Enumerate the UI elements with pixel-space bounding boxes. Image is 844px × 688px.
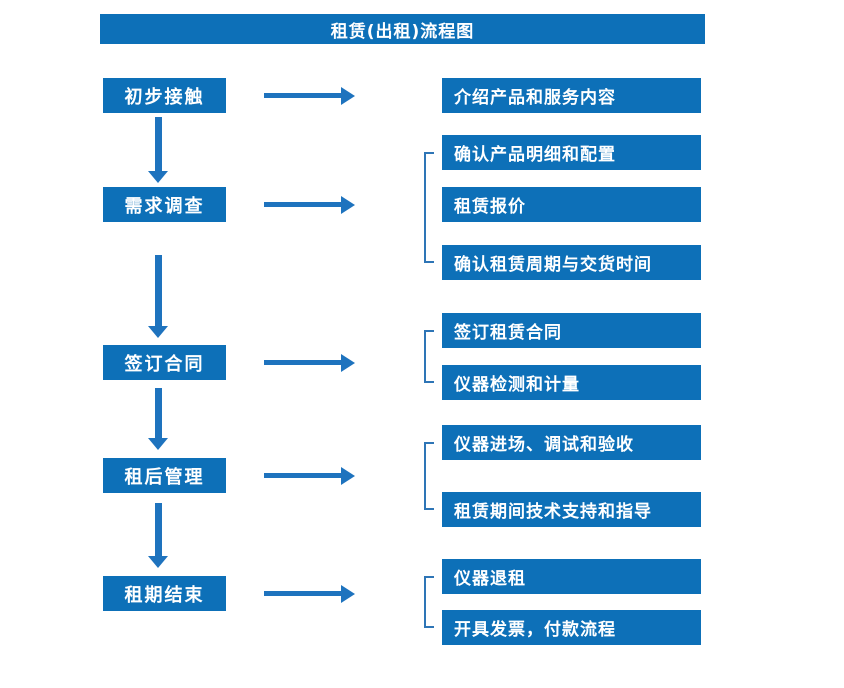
stage-2-detail-1: 确认产品明细和配置: [442, 135, 701, 170]
bracket-icon: [424, 442, 434, 510]
stage-5-box: 租期结束: [103, 576, 226, 611]
stage-2-detail-2: 租赁报价: [442, 187, 701, 222]
arrow-head: [341, 354, 355, 372]
arrow-head: [341, 196, 355, 214]
stage-5-detail-1: 仪器退租: [442, 559, 701, 594]
arrow-right-icon: [264, 87, 355, 105]
arrow-head: [341, 467, 355, 485]
arrow-right-icon: [264, 196, 355, 214]
stage-1-box: 初步接触: [103, 78, 226, 113]
arrow-head: [148, 326, 168, 338]
flowchart-title: 租赁(出租)流程图: [100, 14, 705, 44]
arrow-head: [341, 87, 355, 105]
arrow-shaft: [155, 503, 162, 557]
stage-4-box: 租后管理: [103, 458, 226, 493]
arrow-head: [148, 171, 168, 183]
arrow-shaft: [264, 473, 342, 478]
arrow-shaft: [155, 388, 162, 439]
stage-2-box: 需求调查: [103, 187, 226, 222]
stage-3-box: 签订合同: [103, 345, 226, 380]
arrow-shaft: [264, 360, 342, 365]
arrow-head: [148, 438, 168, 450]
arrow-down-icon: [148, 388, 169, 450]
arrow-down-icon: [148, 503, 169, 568]
arrow-right-icon: [264, 467, 355, 485]
bracket-icon: [424, 576, 434, 628]
arrow-head: [148, 556, 168, 568]
arrow-shaft: [264, 591, 342, 596]
arrow-shaft: [155, 117, 162, 172]
arrow-head: [341, 585, 355, 603]
stage-3-detail-2: 仪器检测和计量: [442, 365, 701, 400]
stage-5-detail-2: 开具发票，付款流程: [442, 610, 701, 645]
stage-4-detail-1: 仪器进场、调试和验收: [442, 425, 701, 460]
arrow-shaft: [155, 255, 162, 327]
arrow-shaft: [264, 93, 342, 98]
bracket-icon: [424, 330, 434, 383]
bracket-icon: [424, 152, 434, 263]
stage-3-detail-1: 签订租赁合同: [442, 313, 701, 348]
stage-1-detail-1: 介绍产品和服务内容: [442, 78, 701, 113]
arrow-shaft: [264, 202, 342, 207]
arrow-down-icon: [148, 255, 169, 338]
arrow-right-icon: [264, 585, 355, 603]
arrow-down-icon: [148, 117, 169, 183]
stage-2-detail-3: 确认租赁周期与交货时间: [442, 245, 701, 280]
arrow-right-icon: [264, 354, 355, 372]
stage-4-detail-2: 租赁期间技术支持和指导: [442, 492, 701, 527]
